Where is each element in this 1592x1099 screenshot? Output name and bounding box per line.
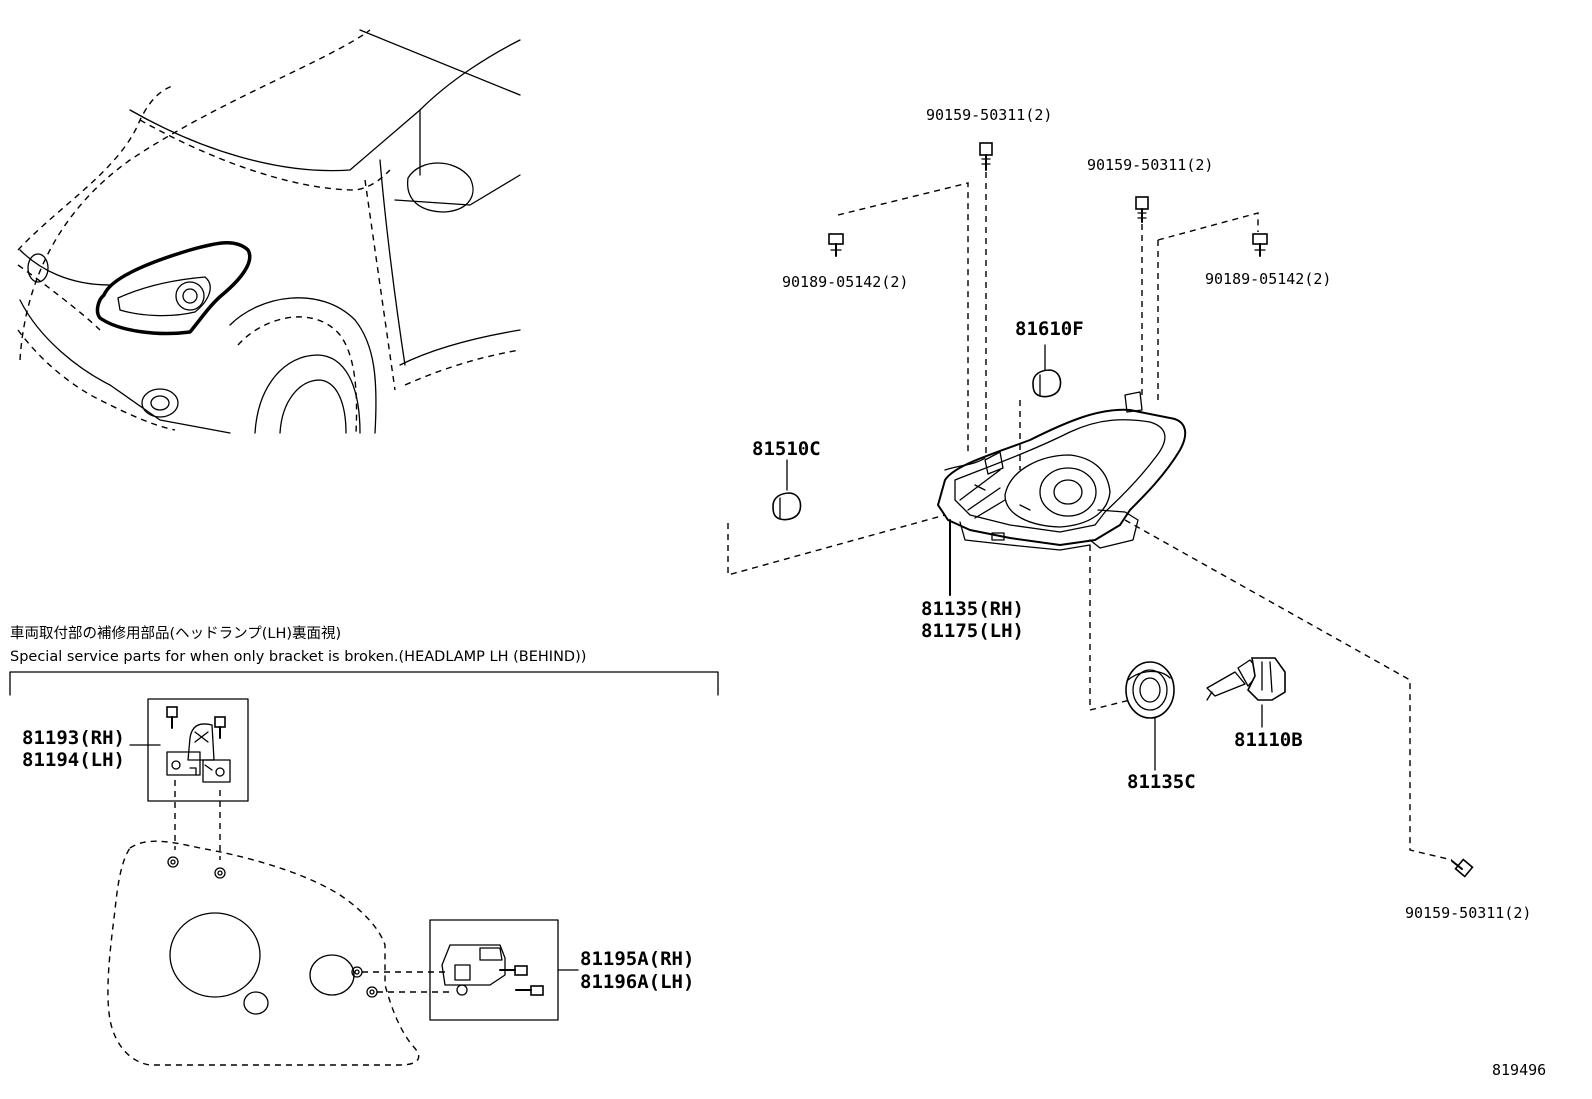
part-labels: 90159-50311(2) 90159-50311(2) 90189-0514… (22, 106, 1531, 993)
bracket-box-81195A-leaders (362, 969, 579, 993)
headlamp-leaders (727, 344, 1263, 771)
label-81510C: 81510C (752, 438, 821, 460)
bracket-box-81193-leaders (129, 744, 221, 860)
bolt-90159-bottom-icon (1451, 858, 1474, 878)
service-parts-note: 車両取付部の補修用部品(ヘッドランプ(LH)裏面視) Special servi… (10, 624, 586, 665)
headlamp-assembly-icon (937, 391, 1187, 551)
fastener-leaders (837, 172, 1453, 861)
label-81610F: 81610F (1015, 318, 1084, 340)
service-parts-bracket-frame (9, 671, 719, 696)
label-90159-50311-right: 90159-50311(2) (1087, 156, 1213, 174)
note-japanese: 車両取付部の補修用部品(ヘッドランプ(LH)裏面視) (10, 624, 341, 642)
bolt-90159-top-icon (979, 142, 993, 171)
bulb-81610F-icon (1032, 369, 1062, 398)
label-81135-rh: 81135(RH) (921, 598, 1024, 620)
label-90189-05142-left: 90189-05142(2) (782, 273, 908, 291)
label-81196A-lh: 81196A(LH) (580, 971, 694, 993)
bulb-81510C-icon (772, 492, 802, 521)
bolt-90159-right-icon (1135, 196, 1149, 223)
label-81135C: 81135C (1127, 771, 1196, 793)
label-81194-lh: 81194(LH) (22, 749, 125, 771)
label-81110B: 81110B (1234, 729, 1303, 751)
bracket-box-81193 (147, 698, 249, 802)
label-90189-05142-right: 90189-05142(2) (1205, 270, 1331, 288)
label-81195A-rh: 81195A(RH) (580, 948, 694, 970)
headlamp-back-outline-icon (107, 840, 420, 1066)
label-90159-50311-bottom: 90159-50311(2) (1405, 904, 1531, 922)
vehicle-location-sketch (17, 29, 521, 434)
label-81175-lh: 81175(LH) (921, 620, 1024, 642)
note-english: Special service parts for when only brac… (10, 649, 586, 665)
label-81193-rh: 81193(RH) (22, 727, 125, 749)
diagram-number: 819496 (1492, 1061, 1546, 1079)
clip-90189-left-icon (828, 233, 844, 257)
bracket-box-81195A (429, 919, 559, 1021)
socket-cover-81135C-icon (1125, 661, 1175, 719)
clip-90189-right-icon (1252, 233, 1268, 257)
bulb-81110B-icon (1206, 657, 1286, 701)
label-90159-50311-top: 90159-50311(2) (926, 106, 1052, 124)
